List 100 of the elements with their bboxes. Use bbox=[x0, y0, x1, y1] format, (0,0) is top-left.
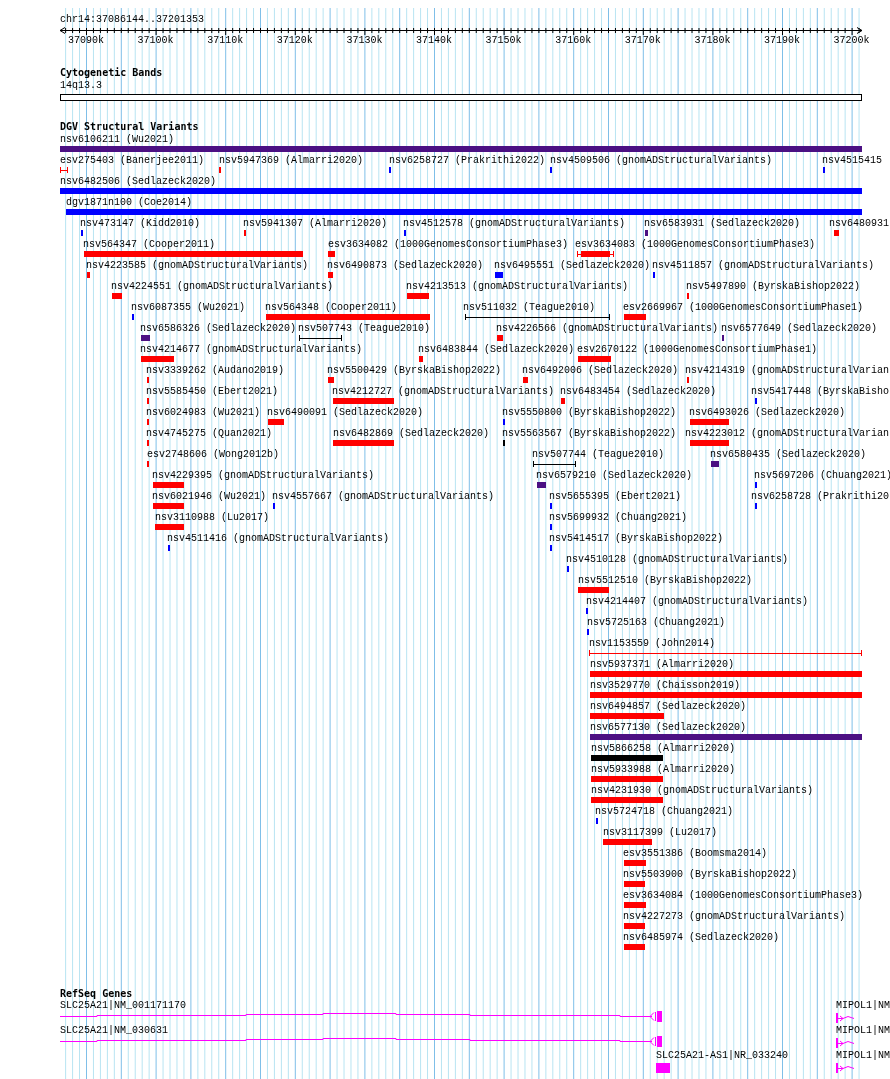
variant-label: nsv4511416 (gnomADStructuralVariants) bbox=[167, 533, 390, 545]
variant-label: nsv6494857 (Sedlazeck2020) bbox=[590, 701, 747, 713]
variant-label: nsv6106211 (Wu2021) bbox=[60, 134, 175, 146]
variant-label: nsv5724718 (Chuang2021) bbox=[595, 806, 734, 818]
tick-label: 37150k bbox=[485, 35, 522, 47]
variant-label: nsv6258728 (Prakrithi20 bbox=[751, 491, 890, 503]
tick-label: 37120k bbox=[276, 35, 313, 47]
variant-label: nsv564347 (Cooper2011) bbox=[83, 239, 216, 251]
variant-label: nsv5512510 (ByrskaBishop2022) bbox=[578, 575, 753, 587]
variant-label: nsv5937371 (Almarri2020) bbox=[590, 659, 735, 671]
variant-label: nsv6580435 (Sedlazeck2020) bbox=[710, 449, 867, 461]
variant-label: nsv6483454 (Sedlazeck2020) bbox=[560, 386, 717, 398]
variant-label: nsv5866258 (Almarri2020) bbox=[591, 743, 736, 755]
variant-label: nsv5550800 (ByrskaBishop2022) bbox=[502, 407, 677, 419]
variant-label: nsv3529770 (Chaisson2019) bbox=[590, 680, 741, 692]
variant-label: esv2748606 (Wong2012b) bbox=[147, 449, 280, 461]
tick-label: 37180k bbox=[694, 35, 731, 47]
variant-label: dgv1871n100 (Coe2014) bbox=[66, 197, 193, 209]
variant-label: nsv4214319 (gnomADStructuralVarian bbox=[685, 365, 890, 377]
variant-label: nsv6482869 (Sedlazeck2020) bbox=[333, 428, 490, 440]
variant-label: nsv4745275 (Quan2021) bbox=[146, 428, 273, 440]
variant-label: nsv6258727 (Prakrithi2022) bbox=[389, 155, 546, 167]
variant-label: nsv4510128 (gnomADStructuralVariants) bbox=[566, 554, 789, 566]
variant-label: nsv473147 (Kidd2010) bbox=[80, 218, 201, 230]
variant-label: nsv5563567 (ByrskaBishop2022) bbox=[502, 428, 677, 440]
variant-label: nsv507744 (Teague2010) bbox=[532, 449, 665, 461]
variant-label: nsv5497890 (ByrskaBishop2022) bbox=[686, 281, 861, 293]
variant-label: nsv6579210 (Sedlazeck2020) bbox=[536, 470, 693, 482]
variant-label: nsv4557667 (gnomADStructuralVariants) bbox=[272, 491, 495, 503]
variant-label: nsv4212727 (gnomADStructuralVariants) bbox=[332, 386, 555, 398]
variant-label: nsv6490873 (Sedlazeck2020) bbox=[327, 260, 484, 272]
variant-label: nsv4223585 (gnomADStructuralVariants) bbox=[86, 260, 309, 272]
gene-label: MIPOL1|NM bbox=[836, 1000, 890, 1012]
track-heading: RefSeq Genes bbox=[60, 988, 133, 1000]
variant-label: nsv3339262 (Audano2019) bbox=[146, 365, 285, 377]
variant-label: nsv5655395 (Ebert2021) bbox=[549, 491, 682, 503]
tick-label: 37130k bbox=[346, 35, 383, 47]
variant-label: nsv564348 (Cooper2011) bbox=[265, 302, 398, 314]
variant-label: nsv3117399 (Lu2017) bbox=[603, 827, 718, 839]
variant-label: nsv6024983 (Wu2021) bbox=[146, 407, 261, 419]
tick-label: 37100k bbox=[137, 35, 174, 47]
variant-label: nsv6021946 (Wu2021) bbox=[152, 491, 267, 503]
tick-label: 37190k bbox=[764, 35, 800, 47]
variant-label: nsv5503900 (ByrskaBishop2022) bbox=[623, 869, 798, 881]
variant-label: nsv1153559 (John2014) bbox=[589, 638, 716, 650]
variant-label: nsv507743 (Teague2010) bbox=[298, 323, 431, 335]
variant-label: nsv4511857 (gnomADStructuralVariants) bbox=[652, 260, 875, 272]
gene-label: SLC25A21-AS1|NR_033240 bbox=[656, 1050, 789, 1062]
variant-label: esv3634082 (1000GenomesConsortiumPhase3) bbox=[328, 239, 569, 251]
variant-label: nsv511032 (Teague2010) bbox=[463, 302, 596, 314]
gene-label: MIPOL1|NM bbox=[836, 1050, 890, 1062]
variant-label: nsv6577130 (Sedlazeck2020) bbox=[590, 722, 747, 734]
variant-label: esv275403 (Banerjee2011) bbox=[60, 155, 205, 167]
variant-label: nsv5699932 (Chuang2021) bbox=[549, 512, 688, 524]
variant-label: nsv4229395 (gnomADStructuralVariants) bbox=[152, 470, 375, 482]
variant-label: nsv4509506 (gnomADStructuralVariants) bbox=[550, 155, 773, 167]
track-heading: DGV Structural Variants bbox=[60, 121, 199, 133]
variant-label: nsv5585450 (Ebert2021) bbox=[146, 386, 279, 398]
variant-label: nsv6490091 (Sedlazeck2020) bbox=[267, 407, 424, 419]
variant-label: esv3634084 (1000GenomesConsortiumPhase3) bbox=[623, 890, 864, 902]
variant-label: nsv6586326 (Sedlazeck2020) bbox=[140, 323, 297, 335]
variant-label: nsv3110988 (Lu2017) bbox=[155, 512, 270, 524]
variant-label: nsv5947369 (Almarri2020) bbox=[219, 155, 364, 167]
variant-label: nsv6583931 (Sedlazeck2020) bbox=[644, 218, 801, 230]
tick-label: 37090k bbox=[68, 35, 104, 47]
variant-label: nsv5500429 (ByrskaBishop2022) bbox=[327, 365, 502, 377]
gene-label: MIPOL1|NM bbox=[836, 1025, 890, 1037]
variant-label: nsv6492006 (Sedlazeck2020) bbox=[522, 365, 679, 377]
gene-label: SLC25A21|NM_001171170 bbox=[60, 1000, 187, 1012]
tick-label: 37140k bbox=[416, 35, 452, 47]
variant-label: nsv4515415 bbox=[822, 155, 882, 167]
variant-label: nsv5417448 (ByrskaBisho bbox=[751, 386, 890, 398]
variant-label: esv2670122 (1000GenomesConsortiumPhase1) bbox=[577, 344, 818, 356]
variant-label: nsv6087355 (Wu2021) bbox=[131, 302, 246, 314]
variant-label: nsv5697206 (Chuang2021) bbox=[754, 470, 890, 482]
tick-label: 37160k bbox=[555, 35, 592, 47]
variant-label: nsv4213513 (gnomADStructuralVariants) bbox=[406, 281, 629, 293]
tick-label: 37200k bbox=[833, 35, 870, 47]
variant-label: nsv4214407 (gnomADStructuralVariants) bbox=[586, 596, 809, 608]
track-heading: Cytogenetic Bands bbox=[60, 67, 163, 79]
variant-label: nsv6482506 (Sedlazeck2020) bbox=[60, 176, 217, 188]
variant-label: nsv6493026 (Sedlazeck2020) bbox=[689, 407, 846, 419]
variant-label: nsv5414517 (ByrskaBishop2022) bbox=[549, 533, 724, 545]
variant-label: esv2669967 (1000GenomesConsortiumPhase1) bbox=[623, 302, 864, 314]
variant-label: nsv4227273 (gnomADStructuralVariants) bbox=[623, 911, 846, 923]
variant-label: nsv4223012 (gnomADStructuralVarian bbox=[685, 428, 890, 440]
variant-label: nsv5933988 (Almarri2020) bbox=[591, 764, 736, 776]
variant-label: nsv6483844 (Sedlazeck2020) bbox=[418, 344, 575, 356]
variant-label: nsv4214677 (gnomADStructuralVariants) bbox=[140, 344, 363, 356]
band-label: 14q13.3 bbox=[60, 80, 102, 92]
coordinate-label: chr14:37086144..37201353 bbox=[60, 14, 205, 26]
variant-label: nsv4226566 (gnomADStructuralVariants) bbox=[496, 323, 719, 335]
variant-label: nsv6495551 (Sedlazeck2020) bbox=[494, 260, 651, 272]
variant-label: esv3634083 (1000GenomesConsortiumPhase3) bbox=[575, 239, 816, 251]
variant-label: esv3551386 (Boomsma2014) bbox=[623, 848, 768, 860]
variant-label: nsv6480931 bbox=[829, 218, 889, 230]
variant-label: nsv6577649 (Sedlazeck2020) bbox=[721, 323, 878, 335]
variant-label: nsv6485974 (Sedlazeck2020) bbox=[623, 932, 780, 944]
tick-label: 37110k bbox=[207, 35, 244, 47]
gene-label: SLC25A21|NM_030631 bbox=[60, 1025, 169, 1037]
